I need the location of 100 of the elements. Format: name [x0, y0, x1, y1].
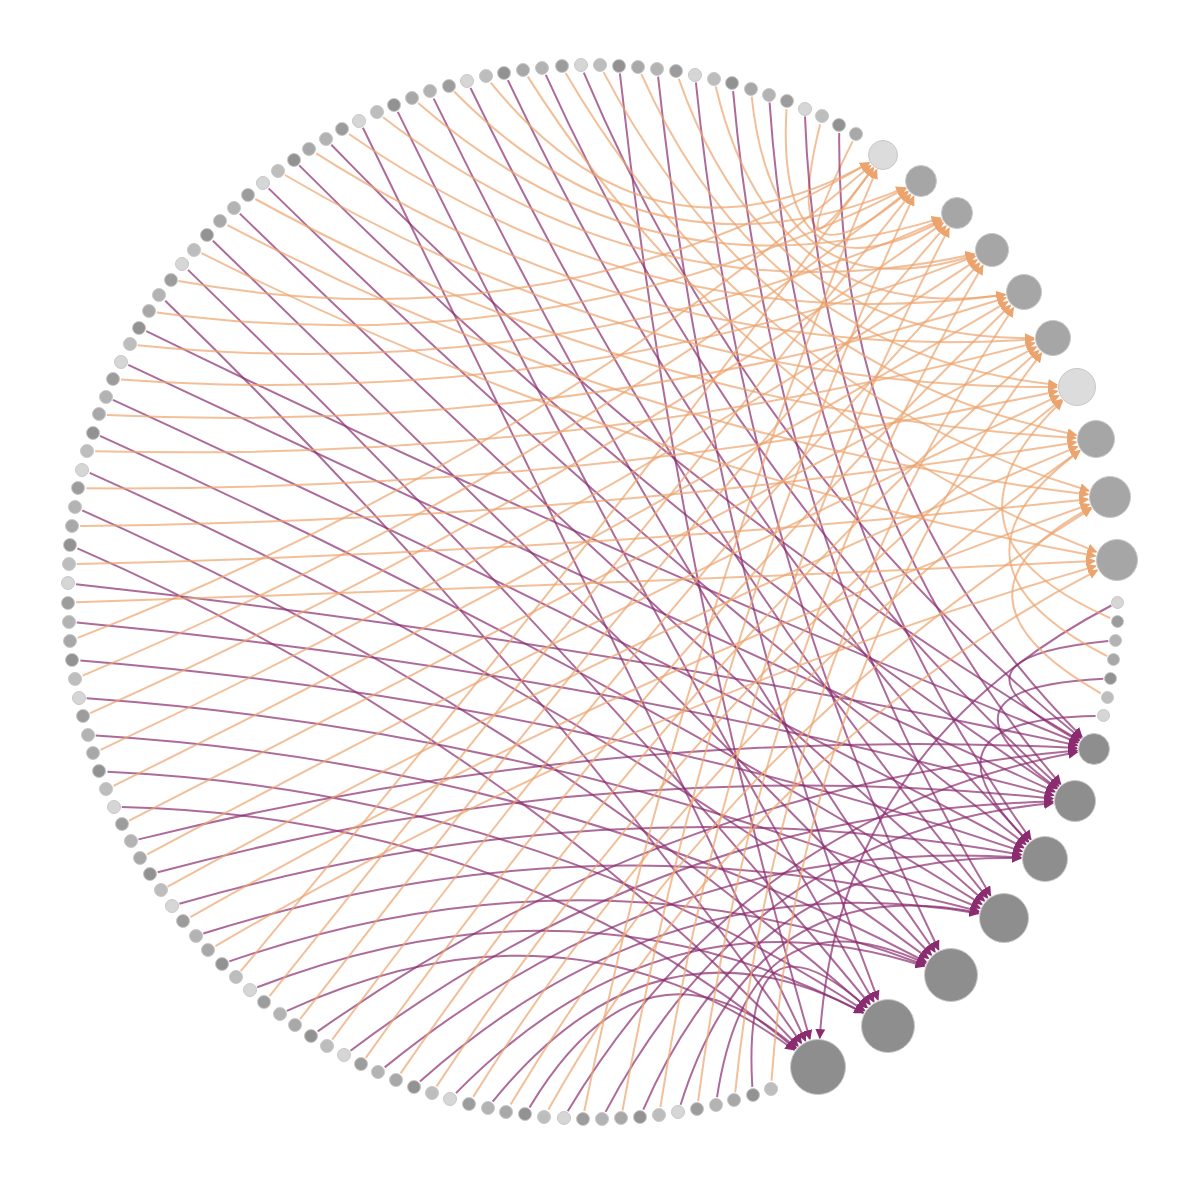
network-node — [425, 1086, 440, 1101]
network-node — [763, 1081, 778, 1096]
network-node — [75, 709, 90, 724]
network-node — [98, 389, 113, 404]
arrow — [469, 87, 989, 899]
network-node — [320, 1039, 335, 1054]
network-node — [65, 519, 80, 534]
network-node — [318, 131, 333, 146]
arrow — [99, 434, 983, 906]
arrow — [298, 164, 1058, 790]
network-node — [288, 1018, 303, 1033]
arrow — [418, 902, 980, 1083]
arrow — [112, 300, 1009, 787]
network-node — [272, 1007, 287, 1022]
network-node — [690, 1102, 705, 1116]
arrow — [361, 126, 807, 1042]
network-node — [797, 101, 812, 116]
network-node — [743, 81, 758, 96]
network-node — [1107, 652, 1121, 666]
network-node — [201, 943, 216, 958]
network-node — [671, 1105, 686, 1120]
arrow — [657, 75, 880, 1001]
network-node — [242, 983, 257, 998]
arrow — [804, 115, 1062, 786]
network-node — [63, 538, 78, 553]
network-node — [780, 94, 794, 109]
arrow — [566, 749, 1079, 1113]
arrow — [76, 164, 872, 639]
network-node — [67, 500, 82, 515]
network-node — [573, 58, 588, 73]
network-node — [861, 999, 915, 1053]
network-node — [61, 576, 76, 591]
arrow — [105, 295, 1007, 419]
network-node — [443, 1091, 458, 1106]
network-node — [227, 201, 242, 215]
arrow — [155, 187, 907, 327]
network-node — [1077, 420, 1115, 458]
network-node — [99, 782, 114, 797]
network-node — [71, 690, 86, 705]
arrow — [716, 940, 927, 1099]
network-node — [499, 1104, 514, 1119]
arrow — [75, 556, 1096, 604]
arrow — [364, 304, 1012, 1059]
network-node — [832, 118, 847, 133]
arrow — [200, 252, 1097, 560]
network-node — [85, 425, 100, 440]
network-node — [200, 228, 215, 243]
network-node — [187, 242, 202, 257]
arrow — [214, 563, 1097, 948]
network-node — [650, 61, 665, 76]
arrow — [659, 227, 951, 1109]
network-node — [594, 1111, 609, 1126]
arrow — [996, 677, 1105, 790]
network-node — [91, 407, 106, 422]
network-node — [497, 65, 512, 80]
network-node — [706, 71, 721, 86]
arrow — [979, 715, 1097, 843]
arrow — [838, 132, 1083, 738]
network-node — [556, 1111, 571, 1126]
network-node — [441, 78, 456, 93]
arrow — [94, 734, 928, 963]
arrow — [136, 218, 943, 355]
arrow — [79, 659, 1024, 854]
arrow — [602, 71, 1078, 438]
arrow — [106, 770, 866, 1012]
arrow — [509, 507, 1093, 1106]
arrow — [435, 398, 1063, 1088]
arrow — [815, 604, 1113, 1040]
arrow — [81, 190, 909, 677]
network-node — [65, 652, 80, 667]
arrow — [455, 941, 926, 1095]
network-node — [304, 1029, 319, 1043]
arrow — [89, 221, 945, 715]
arrow — [99, 258, 978, 751]
arrow — [526, 75, 1098, 553]
arrow — [396, 110, 875, 1003]
network-node — [612, 58, 626, 73]
network-node — [1110, 614, 1124, 628]
arrow — [679, 904, 980, 1106]
network-node — [123, 834, 138, 849]
network-node — [592, 58, 607, 72]
arrow — [528, 993, 798, 1109]
arrow — [506, 79, 1030, 843]
arrow — [267, 187, 1027, 846]
network-node — [80, 727, 95, 742]
network-node — [924, 948, 978, 1002]
network-node — [142, 304, 156, 319]
arrow — [166, 445, 1079, 888]
network-node — [1054, 780, 1096, 822]
network-node — [257, 995, 272, 1010]
network-node — [554, 59, 569, 74]
network-node — [1022, 836, 1068, 882]
arrow — [489, 81, 870, 209]
network-node — [335, 122, 350, 137]
network-node — [480, 1100, 495, 1115]
network-node — [535, 60, 550, 75]
network-node — [61, 557, 76, 572]
network-node — [86, 746, 101, 761]
network-node — [725, 76, 740, 91]
arrow — [178, 826, 1023, 905]
